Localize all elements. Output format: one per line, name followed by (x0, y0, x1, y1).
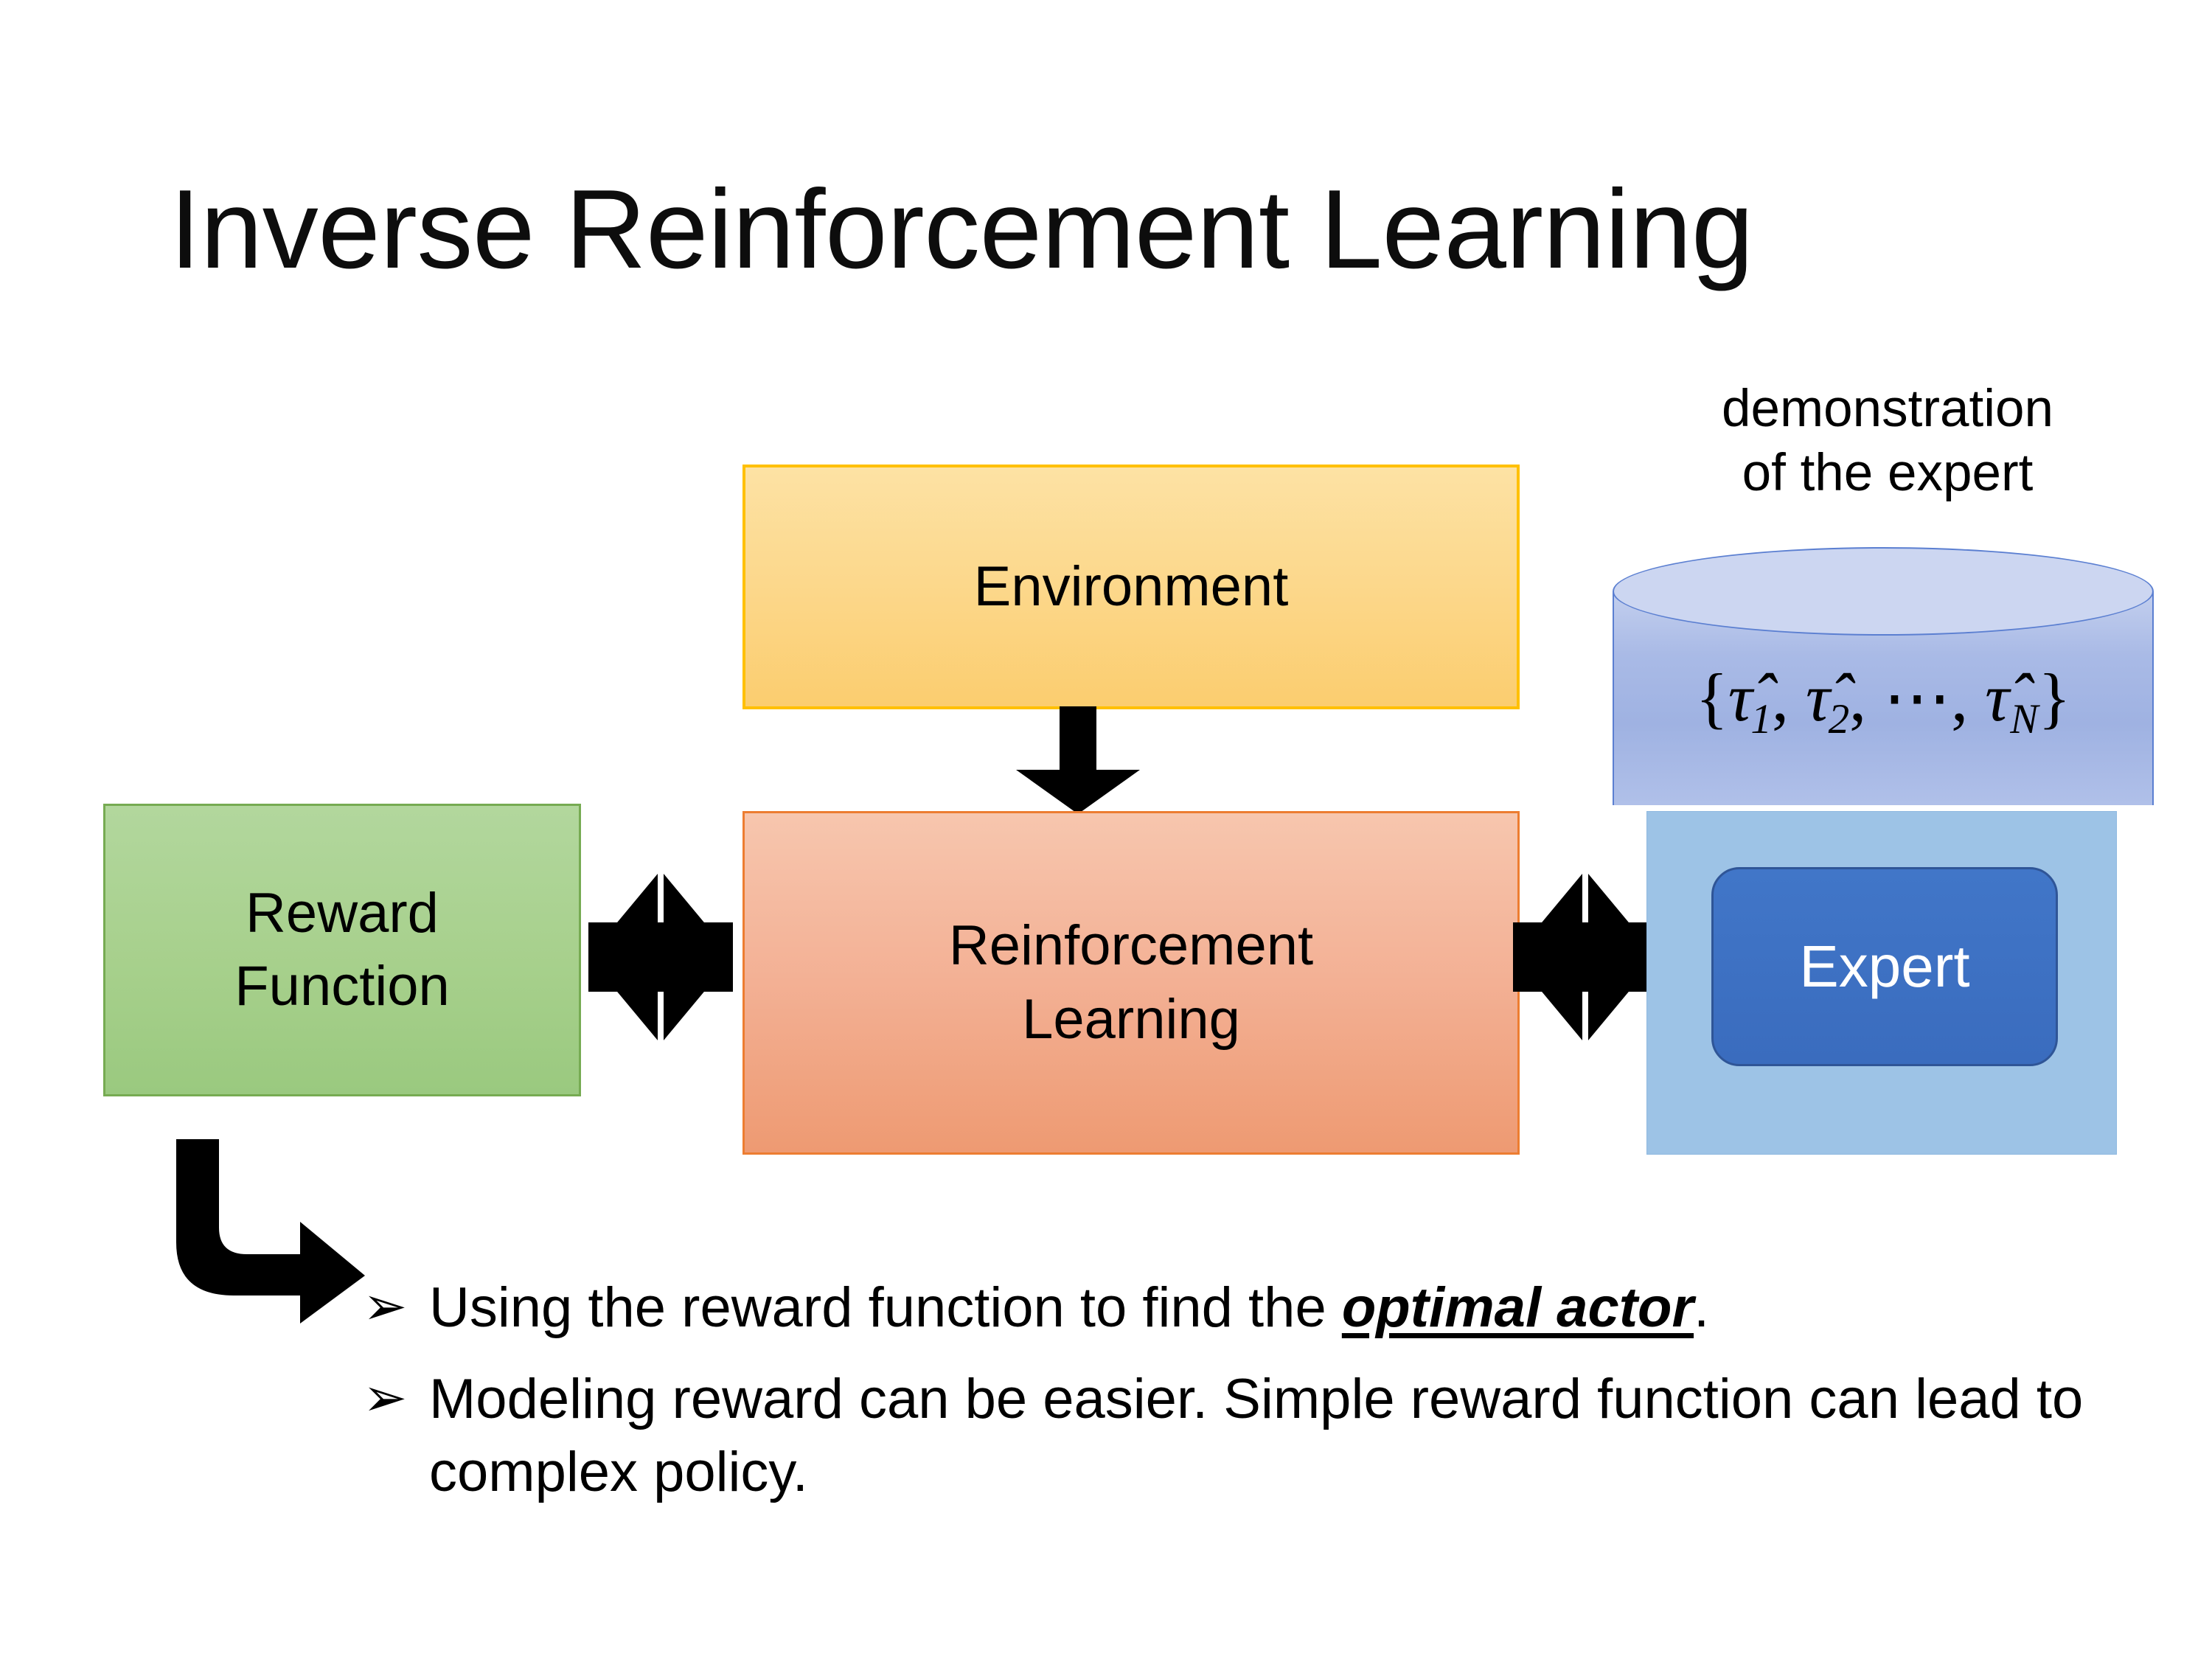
formula-tau-n: τ̂ (1985, 660, 2010, 735)
bullet-1-text-before: Using the reward function to find the (429, 1276, 1342, 1339)
environment-box[interactable]: Environment (742, 465, 1520, 709)
page-title: Inverse Reinforcement Learning (170, 167, 1753, 292)
demonstration-caption: demonstration of the expert (1722, 380, 2053, 502)
bullet-list: ➢ Using the reward function to find the … (363, 1271, 2147, 1527)
bullet-arrow-icon: ➢ (363, 1277, 408, 1336)
expert-box[interactable]: Expert (1711, 867, 2058, 1066)
formula-close-brace: } (2038, 660, 2071, 735)
formula-comma-2: , (1849, 660, 1884, 735)
formula-subscript-n: N (2010, 696, 2039, 743)
reward-function-box[interactable]: Reward Function (103, 804, 581, 1096)
reward-function-box-label: Reward Function (234, 881, 450, 1018)
bullet-1-emphasis: optimal actor (1341, 1276, 1694, 1339)
reinforcement-learning-box-label: Reinforcement Learning (948, 914, 1314, 1051)
formula-tau-2: τ̂ (1805, 660, 1830, 735)
demonstration-cylinder: {τ̂1, τ̂2, ⋯, τ̂N} (1613, 547, 2154, 842)
environment-box-label: Environment (973, 554, 1289, 618)
bidirectional-arrow-icon-left (588, 874, 733, 1040)
reinforcement-learning-box[interactable]: Reinforcement Learning (742, 811, 1520, 1155)
trajectory-set-formula: {τ̂1, τ̂2, ⋯, τ̂N} (1613, 658, 2154, 743)
bullet-arrow-icon: ➢ (363, 1368, 408, 1427)
formula-subscript-1: 1 (1750, 696, 1772, 743)
formula-ellipsis: ⋯ (1883, 660, 1952, 735)
down-arrow-icon (1016, 706, 1140, 814)
formula-open-brace: { (1695, 660, 1728, 735)
expert-box-label: Expert (1799, 933, 1970, 999)
bidirectional-arrow-icon-right (1513, 874, 1658, 1040)
bullet-1-text-after: . (1694, 1276, 1710, 1339)
bullet-text-1: Using the reward function to find the op… (429, 1271, 2147, 1345)
list-item: ➢ Using the reward function to find the … (363, 1271, 2147, 1345)
bullet-text-2: Modeling reward can be easier. Simple re… (429, 1367, 2084, 1504)
formula-comma-3: , (1951, 660, 1986, 735)
list-item: ➢ Modeling reward can be easier. Simple … (363, 1363, 2147, 1509)
formula-tau-1: τ̂ (1728, 660, 1753, 735)
elbow-arrow-icon (166, 1139, 365, 1324)
formula-subscript-2: 2 (1828, 696, 1850, 743)
cylinder-top-ellipse (1613, 547, 2154, 636)
formula-comma-1: , (1771, 660, 1806, 735)
